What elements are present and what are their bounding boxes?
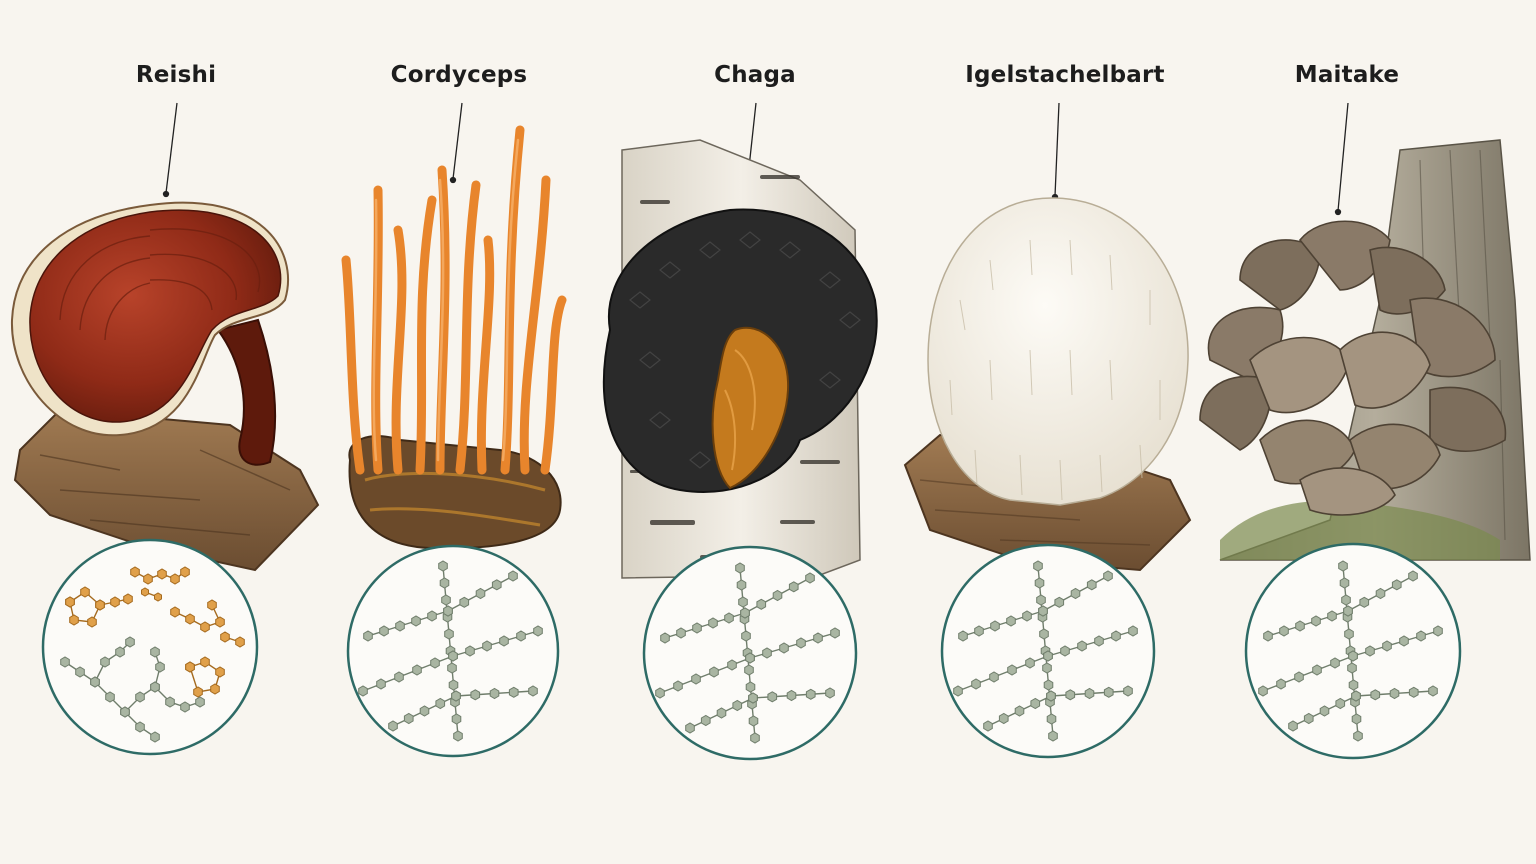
molecule-circle-maitake: [1244, 542, 1462, 760]
leader-line-reishi: [165, 102, 178, 194]
label-cordyceps: Cordyceps: [390, 62, 528, 88]
maitake-illustration: [1199, 139, 1531, 561]
molecule-circle-igelstachelbart: [940, 543, 1156, 759]
label-reishi: Reishi: [135, 62, 217, 88]
polysaccharide-circles: [41, 538, 1462, 761]
leader-line-maitake: [1337, 102, 1349, 212]
label-maitake: Maitake: [1294, 62, 1400, 88]
molecule-circle-reishi: [41, 538, 259, 756]
label-chaga: Chaga: [714, 62, 796, 88]
molecule-circle-chaga: [642, 545, 858, 761]
label-igelstachelbart: Igelstachelbart: [965, 62, 1165, 88]
igelstachelbart-illustration: [903, 197, 1192, 572]
chaga-illustration: [602, 139, 878, 579]
reishi-illustration: [10, 201, 320, 572]
leader-line-cordyceps: [452, 102, 463, 180]
molecule-circle-cordyceps: [346, 544, 560, 758]
cordyceps-illustration: [341, 125, 567, 550]
leader-line-igelstachelbart: [1054, 102, 1060, 197]
